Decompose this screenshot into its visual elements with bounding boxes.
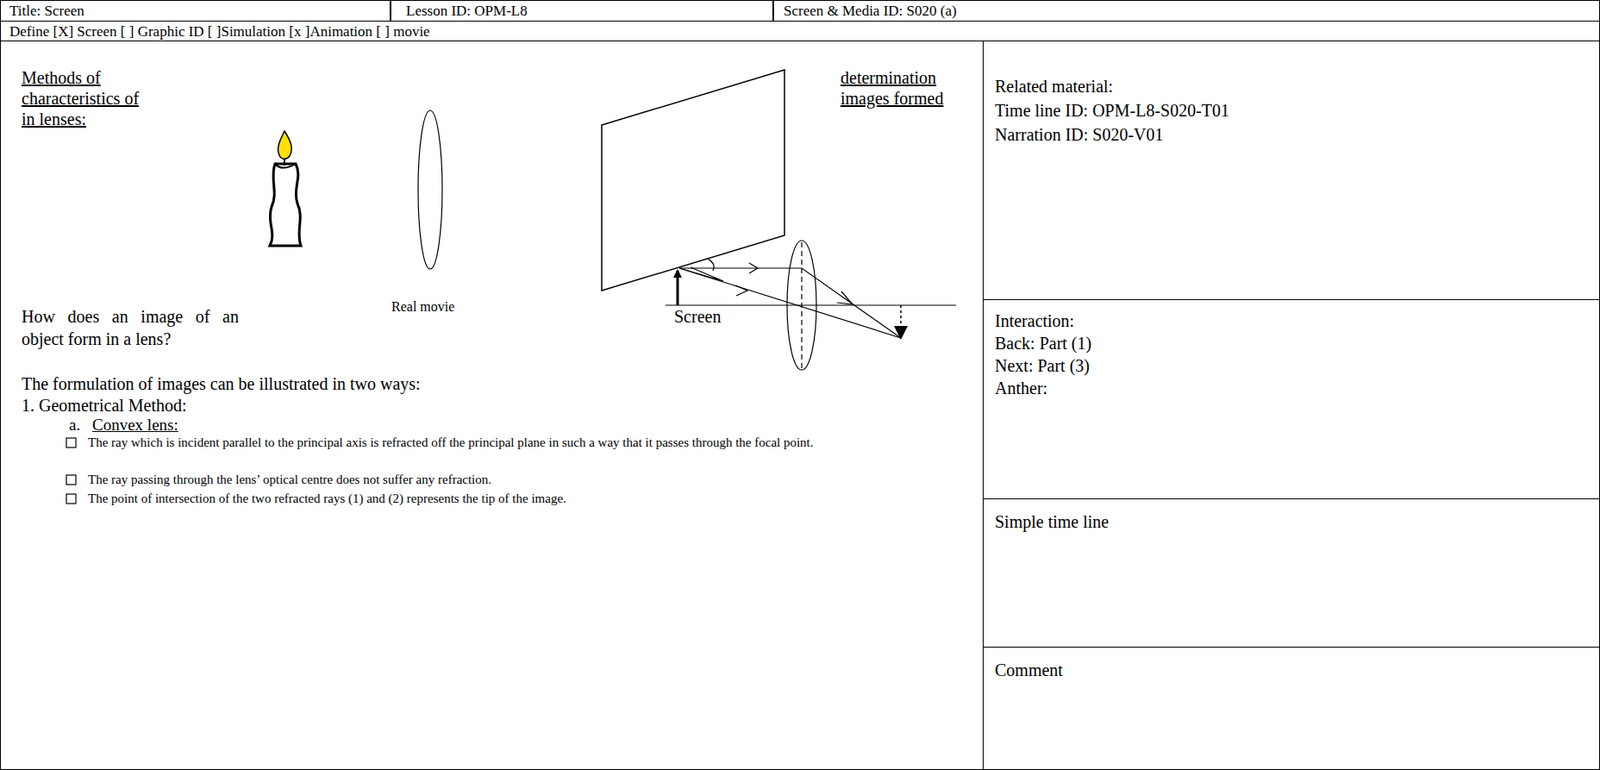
body-text: The point of intersection of the two ref… (87, 489, 972, 508)
cell-text: Anther: (994, 377, 1048, 399)
form-cell: Lesson ID: OPM-L8 (389, 0, 775, 22)
body-text: How does an image of an object form in a… (21, 305, 239, 350)
form-cell: Comment (982, 646, 1600, 770)
cell-text: Screen & Media ID: S020 (a) (783, 2, 957, 20)
body-text: Convex lens: (92, 415, 179, 436)
cell-text: Interaction: (994, 310, 1075, 332)
body-text: The formulation of images can be illustr… (21, 373, 421, 394)
cell-text: Simple time line (994, 511, 1109, 532)
cell-text: Title: Screen (9, 2, 85, 20)
cell-text: Define [X] Screen [ ] Graphic ID [ ]Simu… (9, 23, 431, 41)
form-cell: Define [X] Screen [ ] Graphic ID [ ]Simu… (0, 20, 1600, 42)
form-cell: Related material: Time line ID: OPM-L8-S0… (982, 40, 1600, 300)
cell-text: Lesson ID: OPM-L8 (406, 2, 528, 20)
figure-label: Real movie (391, 298, 455, 315)
cell-text: Next: Part (3) (994, 355, 1090, 376)
body-text: Methods of characteristics of in lenses: (21, 67, 153, 130)
body-text: a. (68, 415, 81, 436)
form-cell: Screen & Media ID: S020 (a) (772, 0, 1600, 22)
cell-text: Back: Part (1) (994, 332, 1092, 354)
body-text: determination images formed (840, 67, 955, 109)
form-cell: Title: Screen (0, 0, 392, 22)
body-text: The ray which is incident parallel to th… (87, 433, 972, 452)
content-cell: Methods of characteristics of in lenses:… (0, 40, 984, 770)
body-text: 1. Geometrical Method: (21, 394, 188, 416)
form-cell: Simple time line (982, 498, 1600, 648)
form-cell: Interaction:Back: Part (1)Next: Part (3)… (982, 299, 1600, 500)
figure-label: Screen (672, 307, 723, 325)
body-text: The ray passing through the lens’ optica… (87, 470, 972, 489)
cell-text: Related material: (994, 75, 1113, 97)
cell-text: Narration ID: S020-V01 (994, 124, 1164, 145)
cell-text: Time line ID: OPM-L8-S020-T01 (994, 100, 1230, 121)
cell-text: Comment (994, 659, 1063, 681)
